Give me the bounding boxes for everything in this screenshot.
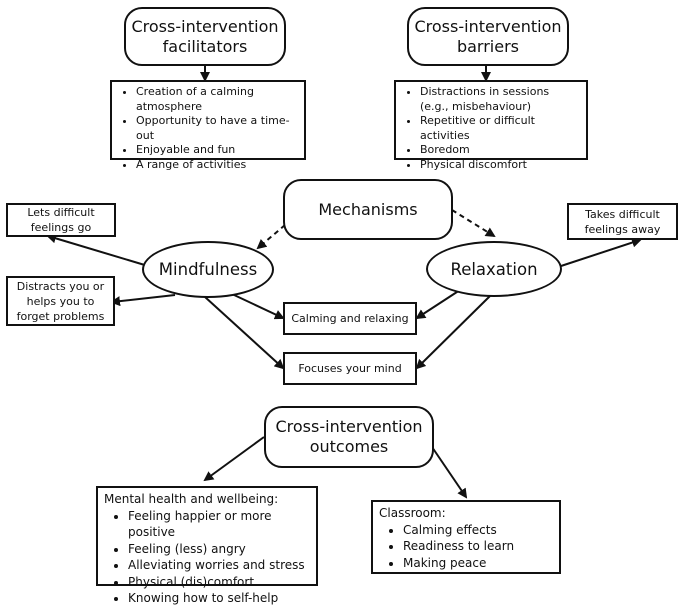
arrow-mechanisms-to-mindfulness [256,224,286,250]
arrow-mechanisms-to-relaxation [451,209,496,238]
lets-go-text: Lets difficult feelings go [27,206,95,234]
barriers-title-line2: barriers [456,36,520,56]
facilitators-title-line2: facilitators [162,36,248,56]
classroom-box: Classroom: Calming effects Readiness to … [371,500,561,574]
lets-go-box: Lets difficult feelings go [6,203,116,237]
arrow-mindfulness-to-calming [231,293,285,320]
arrow-outcomes-to-mental-health [203,436,265,482]
barrier-item: Boredom [420,143,580,158]
facilitator-item: Opportunity to have a time-out [136,114,298,143]
facilitators-list: Creation of a calming atmosphere Opportu… [110,80,306,171]
calming-box: Calming and relaxing [283,302,417,335]
mental-health-item: Knowing how to self-help [128,590,310,607]
relaxation-oval: Relaxation [426,241,562,297]
mental-health-item: Physical (dis)comfort [128,574,310,591]
focuses-box: Focuses your mind [283,352,417,385]
outcomes-title-line2: outcomes [309,437,389,456]
relaxation-label: Relaxation [450,259,538,279]
arrow-mindfulness-to-lets-go [46,233,149,267]
mental-health-item: Alleviating worries and stress [128,557,310,574]
mental-health-heading: Mental health and wellbeing: [104,492,279,506]
classroom-item: Readiness to learn [403,538,553,555]
arrow-mindfulness-to-focuses [204,296,285,370]
arrow-mindfulness-to-distracts [110,294,176,307]
arrow-relaxation-to-focuses [415,295,491,370]
arrow-relaxation-to-calming [415,289,461,320]
outcomes-box: Cross-intervention outcomes [264,406,434,468]
focuses-text: Focuses your mind [298,362,402,375]
barrier-item: Distractions in sessions (e.g., misbehav… [420,85,580,114]
barriers-title-line1: Cross-intervention [414,16,562,36]
calming-text: Calming and relaxing [291,312,409,325]
mechanisms-box: Mechanisms [283,179,453,240]
facilitators-box: Cross-intervention facilitators [124,7,286,66]
facilitators-title-line1: Cross-intervention [131,16,279,36]
mental-health-item: Feeling happier or more positive [128,508,310,541]
outcomes-title-line1: Cross-intervention [275,417,423,436]
barrier-item: Physical discomfort [420,158,580,173]
arrow-outcomes-to-classroom [431,446,468,499]
facilitator-item: Creation of a calming atmosphere [136,85,298,114]
barriers-box: Cross-intervention barriers [407,7,569,66]
facilitator-item: Enjoyable and fun [136,143,298,158]
classroom-item: Calming effects [403,522,553,539]
arrow-relaxation-to-takes-away [560,237,642,267]
barrier-item: Repetitive or difficult activities [420,114,580,143]
takes-away-box: Takes difficult feelings away [567,203,678,240]
mental-health-box: Mental health and wellbeing: Feeling hap… [96,486,318,605]
facilitator-item: A range of activities [136,158,298,173]
classroom-item: Making peace [403,555,553,572]
takes-away-text: Takes difficult feelings away [584,207,661,236]
mental-health-item: Feeling (less) angry [128,541,310,558]
barriers-list: Distractions in sessions (e.g., misbehav… [394,80,588,171]
distracts-box: Distracts you or helps you to forget pro… [6,276,115,326]
distracts-text: Distracts you or helps you to forget pro… [16,279,105,323]
mindfulness-oval: Mindfulness [142,241,274,298]
mechanisms-title: Mechanisms [318,199,418,219]
mindfulness-label: Mindfulness [158,260,258,279]
classroom-heading: Classroom: [379,506,446,520]
